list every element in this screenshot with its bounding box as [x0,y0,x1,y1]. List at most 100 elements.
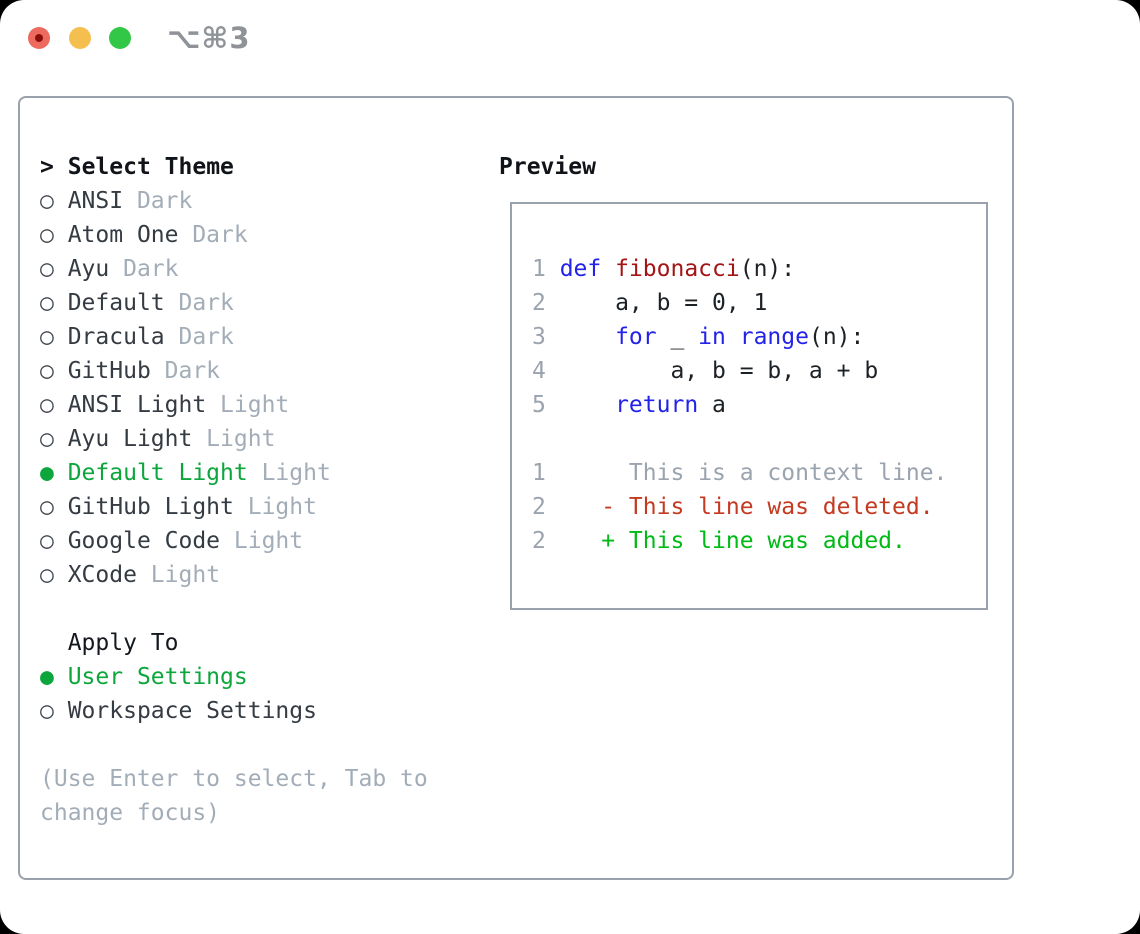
theme-option-variant: Light [206,392,290,418]
titlebar: ⌥⌘3 [0,0,1140,75]
radio-unselected-icon: ○ [40,698,68,724]
apply-option-label: Workspace Settings [67,698,317,724]
theme-option-name: Ayu Light [67,426,193,452]
theme-option-name: GitHub [67,358,151,384]
theme-option-variant: Dark [164,324,234,350]
theme-option-name: Atom One [67,222,179,248]
code-token-kw: def [559,256,602,282]
code-token-kw: in [698,324,726,350]
radio-unselected-icon: ○ [40,562,68,588]
hint-line-1: (Use Enter to select, Tab to [40,766,428,792]
theme-option-variant: Light [136,562,221,588]
theme-option[interactable]: ○ Google Code Light [40,524,428,558]
theme-option[interactable]: ○ Atom One Dark [40,218,428,252]
theme-option-name: XCode [67,562,137,588]
theme-option-variant: Light [220,528,304,554]
theme-option[interactable]: ○ XCode Light [40,558,428,592]
theme-option[interactable]: ○ Default Dark [40,286,428,320]
theme-option[interactable]: ○ GitHub Dark [40,354,428,388]
code-token-pl: a, b = b, a + b [559,358,879,384]
theme-option-name: GitHub Light [67,494,234,520]
theme-option-variant: Dark [150,358,221,384]
radio-unselected-icon: ○ [40,188,68,214]
code-token-pl [560,392,615,418]
close-button-dot-icon [35,34,43,42]
theme-option-name: Default Light [67,460,248,486]
radio-unselected-icon: ○ [40,392,68,418]
preview-line: 3 for _ in range(n): [532,320,947,354]
theme-option-name: ANSI Light [67,392,207,418]
code-token-pl: (n): [739,256,796,282]
theme-option-name: Default [67,290,165,316]
line-number: 4 [532,358,546,384]
theme-option-name: Google Code [67,528,221,554]
theme-option-variant: Light [192,426,276,452]
theme-option-variant: Light [233,494,317,520]
apply-option-label: User Settings [67,664,248,690]
code-token-ctx: This is a context line. [559,460,948,486]
panel-title: Select Theme [67,154,234,180]
preview-line: 1 This is a context line. [532,456,947,490]
theme-option-variant: Light [247,460,331,486]
line-number: 1 [532,256,546,282]
code-token-add: + This line was added. [559,528,906,554]
code-token-kw: range [739,324,809,350]
hint-line-2: change focus) [40,800,221,826]
preview-line: 5 return a [532,388,947,422]
theme-option-variant: Dark [123,188,193,214]
minimize-button[interactable] [69,27,91,49]
preview-line: 4 a, b = b, a + b [532,354,947,388]
theme-option[interactable]: ○ Dracula Dark [40,320,428,354]
radio-unselected-icon: ○ [40,426,68,452]
apply-option[interactable]: ● User Settings [40,660,428,694]
theme-selector-panel: > Select Theme ○ ANSI Dark○ Atom One Dar… [18,96,1014,880]
theme-option[interactable]: ○ ANSI Light Light [40,388,428,422]
apply-option[interactable]: ○ Workspace Settings [40,694,428,728]
theme-option[interactable]: ○ Ayu Light Light [40,422,428,456]
preview-line: 2 a, b = 0, 1 [532,286,947,320]
code-token-kw: return [615,392,699,418]
line-number: 2 [532,528,546,554]
code-token-del: - This line was deleted. [559,494,934,520]
line-number: 1 [532,460,546,486]
theme-option[interactable]: ○ Ayu Dark [40,252,428,286]
radio-selected-icon: ● [40,664,68,690]
preview-line [532,422,947,456]
theme-option-variant: Dark [109,256,179,282]
theme-options-list: ○ ANSI Dark○ Atom One Dark○ Ayu Dark○ De… [40,184,428,592]
theme-option-name: ANSI [67,188,124,214]
preview-line: 1 def fibonacci(n): [532,252,947,286]
line-number: 2 [532,290,546,316]
theme-option[interactable]: ○ ANSI Dark [40,184,428,218]
code-token-kw: for [615,324,657,350]
radio-unselected-icon: ○ [40,324,68,350]
select-theme-header: > Select Theme [40,150,428,184]
window-shortcut-label: ⌥⌘3 [167,21,251,55]
radio-unselected-icon: ○ [40,528,68,554]
theme-option[interactable]: ● Default Light Light [40,456,428,490]
maximize-button[interactable] [109,27,131,49]
theme-option-variant: Dark [164,290,234,316]
code-token-pl: (n): [808,324,865,350]
theme-option-name: Ayu [67,256,110,282]
code-token-fn: fibonacci [615,256,740,282]
preview-header: Preview [499,154,596,180]
line-number: 3 [532,324,546,350]
line-number: 5 [532,392,546,418]
code-token-pl: a [698,392,726,418]
preview-line: 2 - This line was deleted. [532,490,947,524]
radio-selected-icon: ● [40,460,68,486]
preview-line: 2 + This line was added. [532,524,947,558]
apply-options-list: ● User Settings○ Workspace Settings [40,660,428,728]
theme-option-name: Dracula [67,324,165,350]
radio-unselected-icon: ○ [40,494,68,520]
theme-list-column: > Select Theme ○ ANSI Dark○ Atom One Dar… [40,150,428,830]
code-token-pl: _ [656,324,699,350]
theme-option-variant: Dark [178,222,248,248]
close-button[interactable] [28,27,50,49]
cursor-indicator: > [40,154,54,180]
theme-option[interactable]: ○ GitHub Light Light [40,490,428,524]
